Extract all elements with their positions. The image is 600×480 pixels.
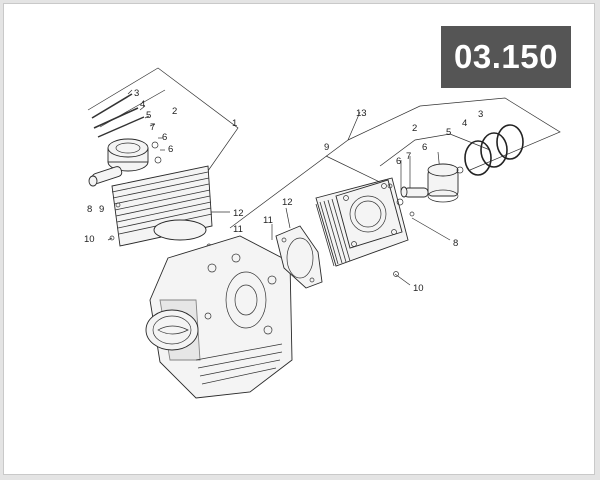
callout-7-right: 7 [406,151,411,162]
callout-6-right-a: 6 [422,142,427,153]
left-group-leader-lines [87,67,239,241]
right-piston-rings [464,124,524,176]
callout-5-right: 5 [446,127,451,138]
left-circlips [151,141,162,164]
callout-13-right: 13 [356,108,367,119]
callout-2-left: 2 [172,106,177,117]
right-cylinder [315,177,409,267]
callout-10-right: 10 [413,283,424,294]
left-piston-rings [91,93,145,138]
right-circlips [387,166,464,277]
callout-6-left-b: 6 [168,144,173,155]
callout-9-right: 9 [324,142,329,153]
callout-2-right: 2 [412,123,417,134]
callout-9-left: 9 [99,204,104,215]
callout-3-right: 3 [478,109,483,120]
right-piston [427,163,459,203]
left-cylinder [111,165,213,247]
left-piston-pin [88,166,123,187]
right-piston-pin [400,186,429,198]
callout-12-right: 12 [282,197,293,208]
page-code-badge: 03.150 [441,26,571,88]
callout-11-right: 11 [263,215,273,226]
crankcase [145,235,293,399]
callout-1-left: 1 [232,118,237,129]
callout-12-left: 12 [233,208,244,219]
left-piston [107,138,149,172]
callout-labels: 3 4 2 5 7 1 6 6 8 9 10 12 11 13 2 3 4 5 … [84,88,483,294]
callout-5-left: 5 [146,110,151,121]
callout-11-left: 11 [233,224,243,235]
callout-3-left: 3 [134,88,139,99]
callout-8-left: 8 [87,204,92,215]
callout-7-left: 7 [150,122,155,133]
callout-4-right: 4 [462,118,467,129]
callout-10-left: 10 [84,234,95,245]
callout-8-right: 8 [453,238,458,249]
callout-6-right-b: 6 [396,156,401,167]
cylinder-base-gasket [275,225,323,289]
callout-4-left: 4 [140,99,145,110]
callout-6-left-a: 6 [162,132,167,143]
